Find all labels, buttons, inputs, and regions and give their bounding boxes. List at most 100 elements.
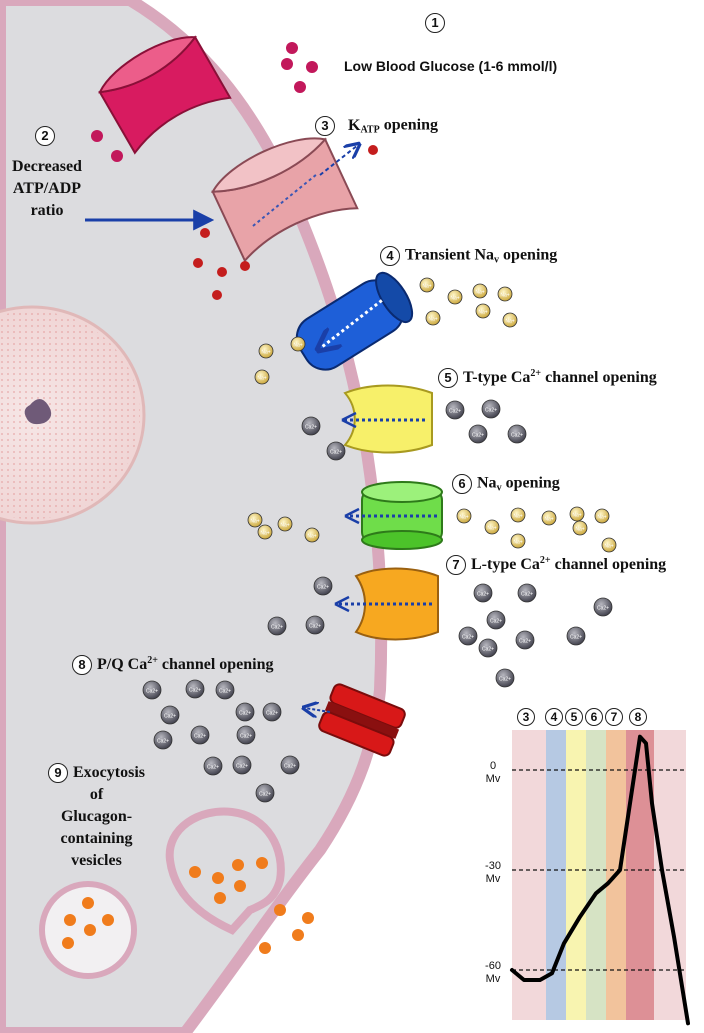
svg-text:Na+: Na+ <box>487 526 496 532</box>
calcium-ion: Ca2+ <box>203 756 223 776</box>
step-7-number: 7 <box>446 555 466 576</box>
calcium-ion: Ca2+ <box>566 626 586 646</box>
svg-text:Ca2+: Ca2+ <box>317 585 329 591</box>
calcium-ion: Ca2+ <box>473 583 493 603</box>
calcium-ion: Ca2+ <box>160 705 180 725</box>
step-8-number: 8 <box>72 655 92 676</box>
svg-text:Na+: Na+ <box>575 527 584 533</box>
step-6-number: 6 <box>452 474 472 494</box>
svg-text:Ca2+: Ca2+ <box>236 764 248 770</box>
svg-text:Ca2+: Ca2+ <box>207 765 219 771</box>
sodium-ion: Na+ <box>569 506 585 522</box>
step-2-label: Decreased ATP/ADP ratio <box>4 156 90 222</box>
step-4-number: 4 <box>380 246 400 266</box>
phase-band <box>512 730 546 1020</box>
calcium-ion: Ca2+ <box>445 400 465 420</box>
svg-text:Na+: Na+ <box>261 350 270 356</box>
sodium-ion: Na+ <box>419 277 435 293</box>
calcium-ion: Ca2+ <box>515 630 535 650</box>
calcium-ion: Ca2+ <box>468 424 488 444</box>
step-1-label: Low Blood Glucose (1-6 mmol/l) <box>344 58 558 74</box>
calcium-ion: Ca2+ <box>153 730 173 750</box>
sodium-ion: Na+ <box>510 507 526 523</box>
sodium-ion: Na+ <box>277 516 293 532</box>
svg-text:Na+: Na+ <box>544 517 553 523</box>
calcium-ion: Ca2+ <box>301 416 321 436</box>
sodium-ion: Na+ <box>541 510 557 526</box>
sodium-ion: Na+ <box>456 508 472 524</box>
svg-text:Ca2+: Ca2+ <box>570 635 582 641</box>
calcium-ion: Ca2+ <box>495 668 515 688</box>
sodium-ion: Na+ <box>572 520 588 536</box>
svg-text:Ca2+: Ca2+ <box>472 433 484 439</box>
step-3-number: 3 <box>315 116 335 136</box>
svg-text:Ca2+: Ca2+ <box>157 739 169 745</box>
sodium-ion: Na+ <box>484 519 500 535</box>
calcium-ion: Ca2+ <box>235 702 255 722</box>
calcium-ion: Ca2+ <box>458 626 478 646</box>
svg-text:Na+: Na+ <box>597 515 606 521</box>
svg-text:Ca2+: Ca2+ <box>485 408 497 414</box>
sodium-ion: Na+ <box>510 533 526 549</box>
sodium-ion: Na+ <box>254 369 270 385</box>
l-type-ca-channel <box>334 567 439 641</box>
svg-text:Ca2+: Ca2+ <box>499 677 511 683</box>
svg-text:Na+: Na+ <box>280 523 289 529</box>
svg-text:Na+: Na+ <box>250 519 259 525</box>
calcium-ion: Ca2+ <box>185 679 205 699</box>
step-1-marker: 1 <box>425 13 450 33</box>
phase-marker: 6 <box>585 708 603 727</box>
calcium-ion: Ca2+ <box>190 725 210 745</box>
svg-text:Na+: Na+ <box>257 376 266 382</box>
phase-marker: 3 <box>517 708 535 727</box>
calcium-ion: Ca2+ <box>305 615 325 635</box>
svg-text:Na+: Na+ <box>572 513 581 519</box>
svg-text:Na+: Na+ <box>428 317 437 323</box>
svg-text:Ca2+: Ca2+ <box>477 592 489 598</box>
svg-text:Ca2+: Ca2+ <box>146 689 158 695</box>
sodium-ion: Na+ <box>258 343 274 359</box>
threshold-lines <box>512 769 686 971</box>
sodium-ions: Na+Na+Na+Na+Na+Na+Na+Na+Na+Na+Na+Na+Na+N… <box>247 277 617 553</box>
pq-influx-arrow <box>305 708 331 712</box>
phase-band <box>566 730 586 1020</box>
calcium-ion: Ca2+ <box>255 783 275 803</box>
k-efflux-arrow <box>319 145 358 176</box>
potassium-ions <box>193 145 378 300</box>
exocytosis-pocket <box>165 807 285 935</box>
nav-channel <box>344 481 443 550</box>
calcium-ion: Ca2+ <box>593 597 613 617</box>
nucleolus <box>24 399 52 425</box>
sodium-ion: Na+ <box>447 289 463 305</box>
svg-text:Na+: Na+ <box>478 310 487 316</box>
sodium-ion: Na+ <box>247 512 263 528</box>
calcium-ion: Ca2+ <box>232 755 252 775</box>
phase-marker: 7 <box>605 708 623 727</box>
step-2-line-1: Decreased <box>12 158 82 175</box>
svg-text:Na+: Na+ <box>513 514 522 520</box>
svg-text:Ca2+: Ca2+ <box>519 639 531 645</box>
step-9-number: 9 <box>48 763 68 784</box>
svg-text:Ca2+: Ca2+ <box>219 689 231 695</box>
calcium-ion: Ca2+ <box>507 424 527 444</box>
phase-marker: 8 <box>629 708 647 727</box>
svg-text:Ca2+: Ca2+ <box>490 619 502 625</box>
svg-text:Na+: Na+ <box>450 296 459 302</box>
svg-text:Na+: Na+ <box>260 531 269 537</box>
sodium-ion: Na+ <box>497 286 513 302</box>
svg-text:Ca2+: Ca2+ <box>305 425 317 431</box>
svg-text:Na+: Na+ <box>505 319 514 325</box>
membrane-potential-trace <box>510 734 690 1026</box>
calcium-ion: Ca2+ <box>326 441 346 461</box>
calcium-ion: Ca2+ <box>478 638 498 658</box>
svg-text:Ca2+: Ca2+ <box>284 764 296 770</box>
svg-text:Ca2+: Ca2+ <box>309 624 321 630</box>
sodium-ion: Na+ <box>290 336 306 352</box>
phase-band <box>586 730 606 1020</box>
calcium-ion: Ca2+ <box>486 610 506 630</box>
